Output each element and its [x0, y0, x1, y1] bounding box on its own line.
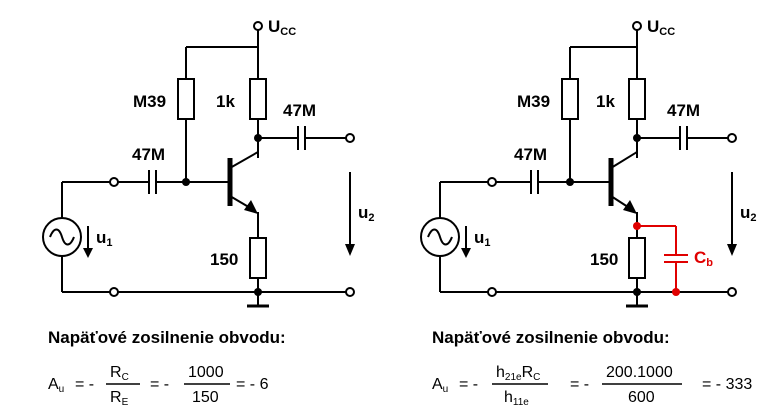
left-emitter-arrow	[244, 200, 258, 214]
left-heading: Napäťové zosilnenie obvodu:	[48, 328, 286, 347]
right-eq-lhs: Au	[432, 376, 448, 395]
left-eq-den: RE	[110, 389, 129, 408]
right-heading: Napäťové zosilnenie obvodu:	[432, 328, 670, 347]
left-r-emitter-label: 150	[210, 250, 238, 269]
right-transistor-collector	[610, 151, 638, 169]
left-sine-icon	[49, 228, 75, 246]
right-c-out-label: 47M	[667, 101, 700, 120]
right-c-in-label: 47M	[514, 145, 547, 164]
right-input-terminal	[487, 177, 497, 187]
right-circuit: UCC M39 1k 47M 47M	[420, 17, 757, 308]
left-r-collector-label: 1k	[216, 92, 235, 111]
left-resistor-base	[177, 78, 195, 120]
left-input-terminal	[109, 177, 119, 187]
right-eq-sign2: = -	[570, 376, 589, 393]
right-u2-arrow-head	[727, 244, 737, 256]
left-eq-num: RC	[110, 364, 129, 383]
right-eq-den: h11e	[504, 389, 529, 408]
right-resistor-emitter	[628, 237, 646, 279]
left-u2-arrow-head	[345, 244, 355, 256]
left-output-ground-terminal	[345, 287, 355, 297]
right-cb-ground-node	[672, 288, 680, 296]
right-eq-num: h21eRC	[496, 364, 540, 383]
right-input-ground-terminal	[487, 287, 497, 297]
right-u2-label: u2	[740, 203, 757, 224]
left-r-base-label: M39	[133, 92, 166, 111]
right-u1-arrow-head	[461, 248, 471, 258]
left-u1-label: u1	[96, 228, 113, 249]
right-r-emitter-label: 150	[590, 250, 618, 269]
left-eq-num2: 1000	[188, 364, 224, 381]
right-supply-terminal	[632, 21, 642, 31]
left-resistor-collector	[249, 78, 267, 120]
right-c-bypass-label: Cb	[694, 248, 713, 269]
left-circuit: UCC M39 1k 47M 47M	[42, 17, 375, 308]
left-eq-sign1: = -	[75, 376, 94, 393]
left-eq-den2: 150	[192, 389, 219, 406]
left-transistor-collector	[229, 151, 259, 169]
left-equation: Au = - RC RE = - 1000 150 = - 6	[48, 364, 269, 408]
left-resistor-emitter	[249, 237, 267, 279]
left-supply-terminal	[253, 21, 263, 31]
left-input-ground-terminal	[109, 287, 119, 297]
left-u1-arrow-head	[83, 248, 93, 258]
left-output-terminal	[345, 133, 355, 143]
left-eq-sign2: = -	[150, 376, 169, 393]
right-equation: Au = - h21eRC h11e = - 200.1000 600 = - …	[432, 364, 752, 408]
right-emitter-arrow	[623, 200, 637, 214]
right-eq-num2: 200.1000	[606, 364, 673, 381]
left-supply-label: UCC	[268, 17, 296, 38]
left-c-out-label: 47M	[283, 101, 316, 120]
right-sine-icon	[427, 228, 453, 246]
right-eq-result: = - 333	[702, 376, 752, 393]
right-supply-label: UCC	[647, 17, 675, 38]
left-c-in-label: 47M	[132, 145, 165, 164]
left-u2-label: u2	[358, 203, 375, 224]
right-resistor-base	[561, 78, 579, 120]
right-eq-sign1: = -	[459, 376, 478, 393]
right-output-ground-terminal	[727, 287, 737, 297]
right-resistor-collector	[628, 78, 646, 120]
left-eq-result: = - 6	[236, 376, 269, 393]
right-r-base-label: M39	[517, 92, 550, 111]
right-u1-label: u1	[474, 228, 491, 249]
left-eq-lhs: Au	[48, 376, 64, 395]
right-r-collector-label: 1k	[596, 92, 615, 111]
right-eq-den2: 600	[628, 389, 655, 406]
right-output-terminal	[727, 133, 737, 143]
